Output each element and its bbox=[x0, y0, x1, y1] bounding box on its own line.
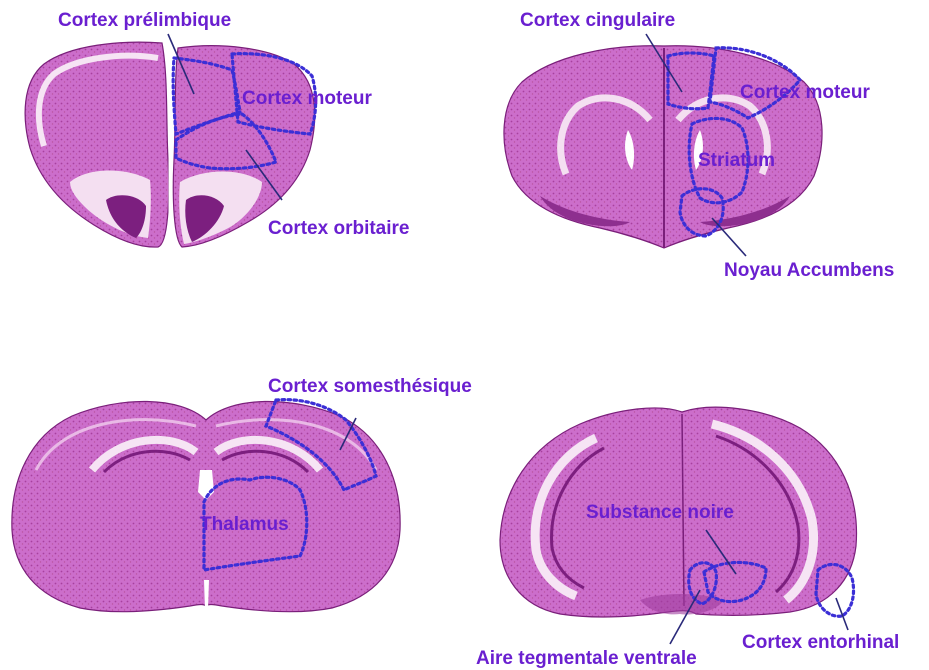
label-substantia-nigra: Substance noire bbox=[586, 502, 734, 523]
label-thalamus: Thalamus bbox=[200, 514, 289, 535]
label-motor-cortex-prefrontal: Cortex moteur bbox=[242, 88, 372, 109]
label-somatosensory-cortex: Cortex somesthésique bbox=[268, 376, 472, 397]
label-orbital-cortex: Cortex orbitaire bbox=[268, 218, 409, 239]
section-striatal: Cortex cingulaire Cortex moteur Striatum… bbox=[504, 10, 894, 281]
label-striatum: Striatum bbox=[698, 150, 775, 171]
section-thalamic: Cortex somesthésique Thalamus bbox=[12, 376, 472, 612]
label-motor-cortex-striatal: Cortex moteur bbox=[740, 82, 870, 103]
section-midbrain: Substance noire Aire tegmentale ventrale… bbox=[476, 407, 899, 669]
label-entorhinal-cortex: Cortex entorhinal bbox=[742, 632, 899, 653]
label-cingulate-cortex: Cortex cingulaire bbox=[520, 10, 675, 31]
label-prelimbic-cortex: Cortex prélimbique bbox=[58, 10, 231, 31]
section-prefrontal: Cortex prélimbique Cortex moteur Cortex … bbox=[25, 10, 409, 248]
label-nucleus-accumbens: Noyau Accumbens bbox=[724, 260, 894, 281]
label-vta: Aire tegmentale ventrale bbox=[476, 648, 697, 669]
